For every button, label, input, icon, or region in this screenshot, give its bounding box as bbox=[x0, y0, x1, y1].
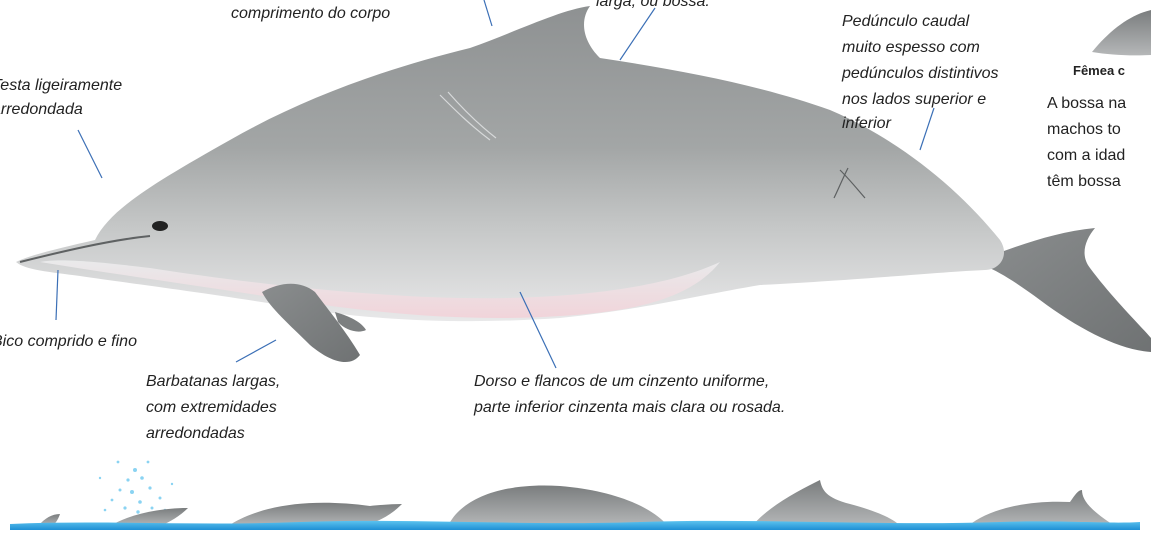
label-flippers-1: Barbatanas largas, bbox=[146, 372, 280, 392]
label-forehead-2: arredondada bbox=[0, 100, 83, 120]
label-forehead-1: Testa ligeiramente bbox=[0, 76, 122, 96]
label-body-length: comprimento do corpo bbox=[231, 4, 390, 24]
label-peduncle-5: inferior bbox=[842, 114, 891, 134]
main-dolphin bbox=[16, 6, 1151, 362]
label-peduncle-1: Pedúnculo caudal bbox=[842, 12, 969, 32]
side-panel-line-4: têm bossa bbox=[1047, 171, 1121, 193]
female-dolphin-thumbnail bbox=[1092, 10, 1151, 55]
label-color-1: Dorso e flancos de um cinzento uniforme, bbox=[474, 372, 769, 392]
side-panel-line-3: com a idad bbox=[1047, 145, 1125, 167]
label-beak: Bico comprido e fino bbox=[0, 332, 137, 352]
label-hump: larga, ou bossa. bbox=[596, 0, 710, 12]
side-panel-line-2: machos to bbox=[1047, 119, 1121, 141]
label-peduncle-3: pedúnculos distintivos bbox=[842, 64, 999, 84]
label-color-2: parte inferior cinzenta mais clara ou ro… bbox=[474, 398, 785, 418]
label-flippers-2: com extremidades bbox=[146, 398, 277, 418]
label-peduncle-2: muito espesso com bbox=[842, 38, 980, 58]
side-panel-title: Fêmea c bbox=[1073, 63, 1125, 78]
blow-spray bbox=[99, 461, 173, 514]
surfacing-sequence bbox=[10, 461, 1140, 530]
label-flippers-3: arredondadas bbox=[146, 424, 245, 444]
label-peduncle-4: nos lados superior e bbox=[842, 90, 986, 110]
side-panel-line-1: A bossa na bbox=[1047, 93, 1126, 115]
